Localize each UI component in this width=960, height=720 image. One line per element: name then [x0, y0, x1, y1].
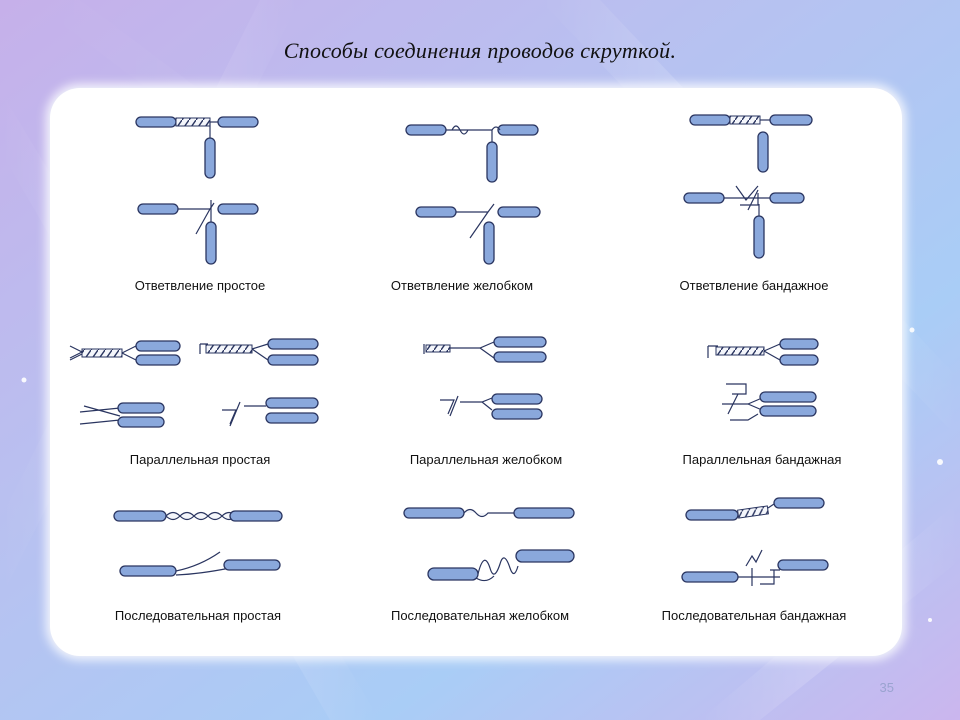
page-number: 35	[879, 680, 894, 695]
caption-branch-band: Ответвление бандажное	[680, 278, 829, 293]
caption-branch-simple: Ответвление простое	[135, 278, 266, 293]
parallel-band-diagram	[707, 338, 819, 421]
slide-title: Способы соединения проводов скруткой.	[283, 38, 677, 63]
caption-serial-groove: Последовательная желобком	[391, 608, 569, 623]
caption-serial-simple: Последовательная простая	[115, 608, 281, 623]
branch-groove-diagram	[405, 124, 541, 265]
caption-parallel-band: Параллельная бандажная	[683, 452, 842, 467]
caption-parallel-groove: Параллельная желобком	[410, 452, 562, 467]
serial-simple-diagram	[113, 510, 283, 577]
parallel-simple-diagram	[69, 338, 319, 428]
content-panel	[50, 88, 902, 656]
parallel-groove-diagram	[423, 336, 547, 420]
caption-parallel-simple: Параллельная простая	[130, 452, 271, 467]
caption-branch-groove: Ответвление желобком	[391, 278, 533, 293]
branch-band-diagram	[683, 114, 813, 259]
caption-serial-band: Последовательная бандажная	[662, 608, 847, 623]
serial-band-diagram	[681, 497, 829, 586]
serial-groove-diagram	[403, 507, 575, 582]
branch-simple-diagram	[135, 116, 259, 265]
